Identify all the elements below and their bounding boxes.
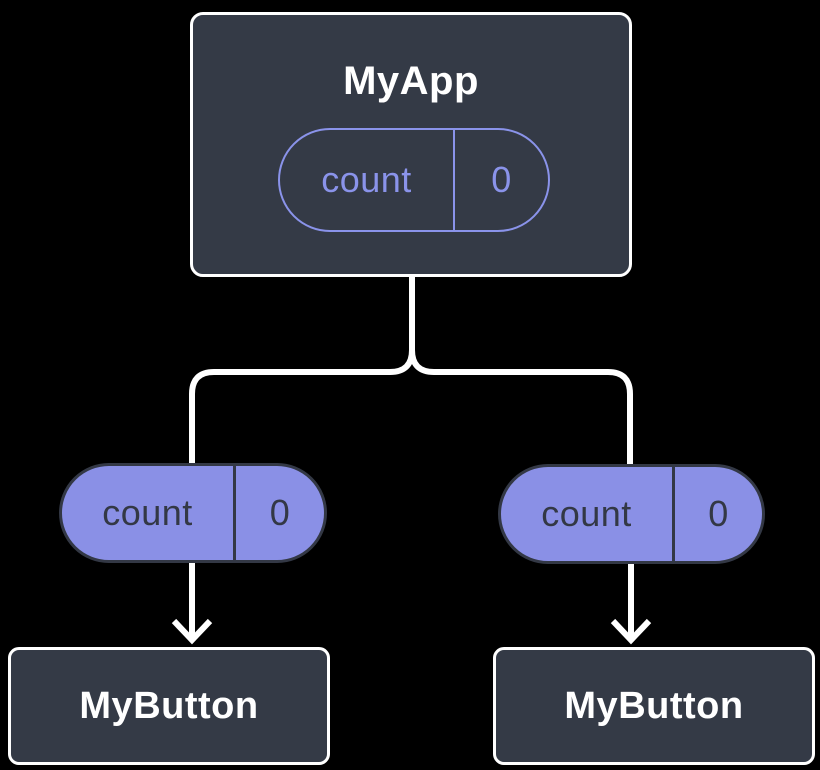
mybutton-component-box-left: MyButton [8,647,330,765]
prop-pill-right: count 0 [498,464,765,564]
mybutton-title-right: MyButton [564,684,744,727]
prop-name-left: count [102,492,193,533]
connector-root-to-right-pill [409,272,633,465]
prop-value-left: 0 [233,466,324,560]
prop-pill-left: count 0 [59,463,327,563]
state-pill: count 0 [278,128,550,232]
arrow-right-head-icon [610,618,652,645]
state-value: 0 [453,130,548,230]
prop-value-right: 0 [672,467,762,561]
mybutton-component-box-right: MyButton [493,647,815,765]
connector-root-to-left-pill [189,272,415,463]
arrow-left-head-icon [171,618,213,645]
myapp-component-box: MyApp count 0 [190,12,632,277]
mybutton-title-left: MyButton [79,684,259,727]
prop-name-right: count [541,493,632,534]
state-name: count [321,159,412,200]
myapp-title: MyApp [343,59,479,103]
